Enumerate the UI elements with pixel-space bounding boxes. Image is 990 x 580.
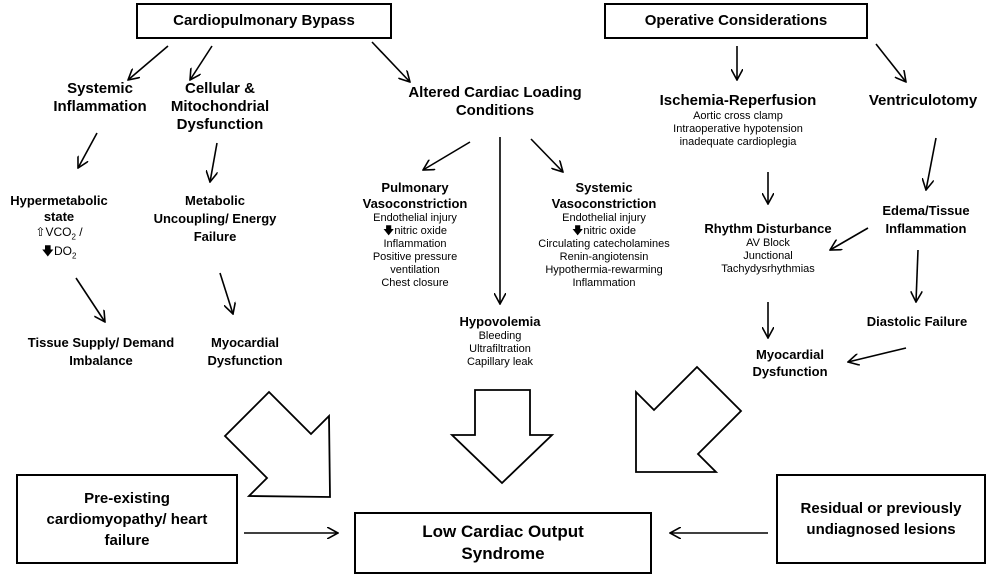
systemic-inflammation-title: Systemic Inflammation bbox=[53, 80, 147, 115]
cardiopulmonary-bypass-label: Cardiopulmonary Bypass bbox=[173, 12, 355, 29]
myocardial-dysfunction-right-node: Myocardial Dysfunction bbox=[730, 346, 850, 380]
metabolic-node: Metabolic Uncoupling/ Energy Failure bbox=[150, 192, 280, 246]
down-arrow-icon: 🡇 bbox=[41, 244, 54, 259]
diastolic-title: Diastolic Failure bbox=[866, 314, 968, 329]
systemic-vaso-item: Circulating catecholamines bbox=[538, 238, 670, 250]
residual-lesions-label: Residual or previously undiagnosed lesio… bbox=[800, 500, 962, 538]
pulmonary-title: Pulmonary Vasoconstriction bbox=[362, 180, 468, 211]
hypovolemia-item: Bleeding bbox=[478, 330, 522, 342]
hypovolemia-node: Hypovolemia Bleeding Ultrafiltration Cap… bbox=[440, 314, 560, 369]
ischemia-title: Ischemia-Reperfusion bbox=[659, 92, 817, 109]
rhythm-title: Rhythm Disturbance bbox=[704, 221, 832, 236]
rhythm-item: Tachydysrhythmias bbox=[721, 263, 815, 275]
pulmonary-item: Endothelial injury bbox=[373, 212, 457, 224]
hypermetabolic-title: Hypermetabolic state bbox=[10, 193, 108, 224]
cardiopulmonary-bypass-box: Cardiopulmonary Bypass bbox=[136, 3, 392, 39]
hypermetabolic-node: Hypermetabolic state ⇧VCO2 / 🡇DO2 bbox=[0, 193, 118, 264]
down-arrow-icon: 🡇 bbox=[572, 225, 584, 237]
hypovolemia-item: Capillary leak bbox=[466, 356, 534, 368]
hypermetabolic-do2: 🡇DO2 bbox=[41, 244, 77, 261]
edema-node: Edema/Tissue Inflammation bbox=[862, 202, 990, 238]
rhythm-item: AV Block bbox=[746, 237, 790, 249]
arrow-cpb-to-loading bbox=[371, 41, 410, 82]
rhythm-disturbance-node: Rhythm Disturbance AV Block Junctional T… bbox=[703, 220, 833, 276]
down-arrow-icon: 🡇 bbox=[383, 225, 395, 237]
lcos-box: Low Cardiac Output Syndrome bbox=[354, 512, 652, 574]
systemic-vaso-item: Renin-angiotensin bbox=[559, 251, 649, 263]
arrow-edema-to-diastolic bbox=[916, 249, 918, 302]
up-arrow-icon: ⇧ bbox=[35, 225, 46, 239]
myocardial-dysfunction-left-title: Myocardial Dysfunction bbox=[207, 335, 283, 368]
preexisting-label: Pre-existing cardiomyopathy/ heart failu… bbox=[46, 489, 208, 549]
operative-considerations-box: Operative Considerations bbox=[604, 3, 868, 39]
pulmonary-item: ventilation bbox=[390, 264, 440, 276]
systemic-inflammation-node: Systemic Inflammation bbox=[30, 80, 170, 116]
altered-loading-node: Altered Cardiac Loading Conditions bbox=[400, 84, 590, 120]
lcos-label: Low Cardiac Output Syndrome bbox=[422, 522, 584, 563]
arrow-diastolic-to-myocardial-right bbox=[848, 347, 907, 362]
myocardial-dysfunction-left-node: Myocardial Dysfunction bbox=[185, 334, 305, 370]
arrow-metabolic-to-myocardial-left bbox=[219, 272, 233, 314]
systemic-vaso-item: 🡇nitric oxide bbox=[572, 225, 636, 237]
pulmonary-vasoconstriction-node: Pulmonary Vasoconstriction Endothelial i… bbox=[350, 180, 480, 290]
block-arrow-right bbox=[635, 365, 743, 473]
cellular-node: Cellular & Mitochondrial Dysfunction bbox=[150, 80, 290, 134]
hypermetabolic-vco2: ⇧VCO2 / bbox=[35, 225, 83, 242]
ventriculotomy-title: Ventriculotomy bbox=[868, 92, 978, 109]
systemic-vaso-item: Hypothermia-rewarming bbox=[545, 264, 663, 276]
ischemia-item: Aortic cross clamp bbox=[693, 110, 783, 122]
edema-title: Edema/Tissue Inflammation bbox=[882, 203, 970, 236]
cellular-title: Cellular & Mitochondrial Dysfunction bbox=[170, 80, 270, 133]
ischemia-item: inadequate cardioplegia bbox=[679, 136, 797, 148]
block-arrow-left bbox=[223, 390, 331, 498]
operative-considerations-label: Operative Considerations bbox=[644, 12, 828, 29]
diastolic-failure-node: Diastolic Failure bbox=[852, 314, 982, 330]
systemic-vaso-title: Systemic Vasoconstriction bbox=[551, 180, 657, 211]
arrow-inflammation-to-hypermetabolic bbox=[78, 132, 98, 168]
arrow-ventriculotomy-to-edema bbox=[926, 137, 937, 190]
arrow-cpb-to-inflammation bbox=[128, 45, 169, 80]
altered-loading-title: Altered Cardiac Loading Conditions bbox=[408, 84, 582, 119]
systemic-vasoconstriction-node: Systemic Vasoconstriction Endothelial in… bbox=[526, 180, 682, 290]
block-arrow-center bbox=[449, 389, 555, 485]
metabolic-title: Metabolic Uncoupling/ Energy Failure bbox=[153, 193, 277, 244]
arrow-operative-to-ventriculotomy bbox=[875, 43, 906, 82]
pulmonary-item: 🡇nitric oxide bbox=[383, 225, 447, 237]
arrow-cpb-to-cellular bbox=[190, 45, 213, 80]
tissue-supply-title: Tissue Supply/ Demand Imbalance bbox=[27, 335, 175, 368]
pulmonary-item: Chest closure bbox=[381, 277, 449, 289]
preexisting-box: Pre-existing cardiomyopathy/ heart failu… bbox=[16, 474, 238, 564]
systemic-vaso-item: Inflammation bbox=[572, 277, 636, 289]
arrow-loading-to-pulmonary bbox=[423, 141, 471, 170]
myocardial-dysfunction-right-title: Myocardial Dysfunction bbox=[752, 347, 828, 379]
residual-lesions-box: Residual or previously undiagnosed lesio… bbox=[776, 474, 986, 564]
systemic-vaso-item: Endothelial injury bbox=[562, 212, 646, 224]
tissue-supply-node: Tissue Supply/ Demand Imbalance bbox=[22, 334, 180, 370]
arrow-cellular-to-metabolic bbox=[210, 142, 217, 182]
hypovolemia-item: Ultrafiltration bbox=[469, 343, 531, 355]
pulmonary-item: Inflammation bbox=[383, 238, 447, 250]
ventriculotomy-node: Ventriculotomy bbox=[858, 92, 988, 110]
ischemia-item: Intraoperative hypotension bbox=[673, 123, 803, 135]
arrow-hypermetabolic-to-tissue bbox=[75, 277, 105, 322]
arrow-loading-to-systemic bbox=[530, 138, 563, 172]
hypovolemia-title: Hypovolemia bbox=[459, 314, 541, 329]
pulmonary-item: Positive pressure bbox=[372, 251, 458, 263]
rhythm-item: Junctional bbox=[743, 250, 793, 262]
ischemia-reperfusion-node: Ischemia-Reperfusion Aortic cross clamp … bbox=[628, 92, 848, 149]
arrow-edema-to-rhythm bbox=[830, 227, 869, 250]
